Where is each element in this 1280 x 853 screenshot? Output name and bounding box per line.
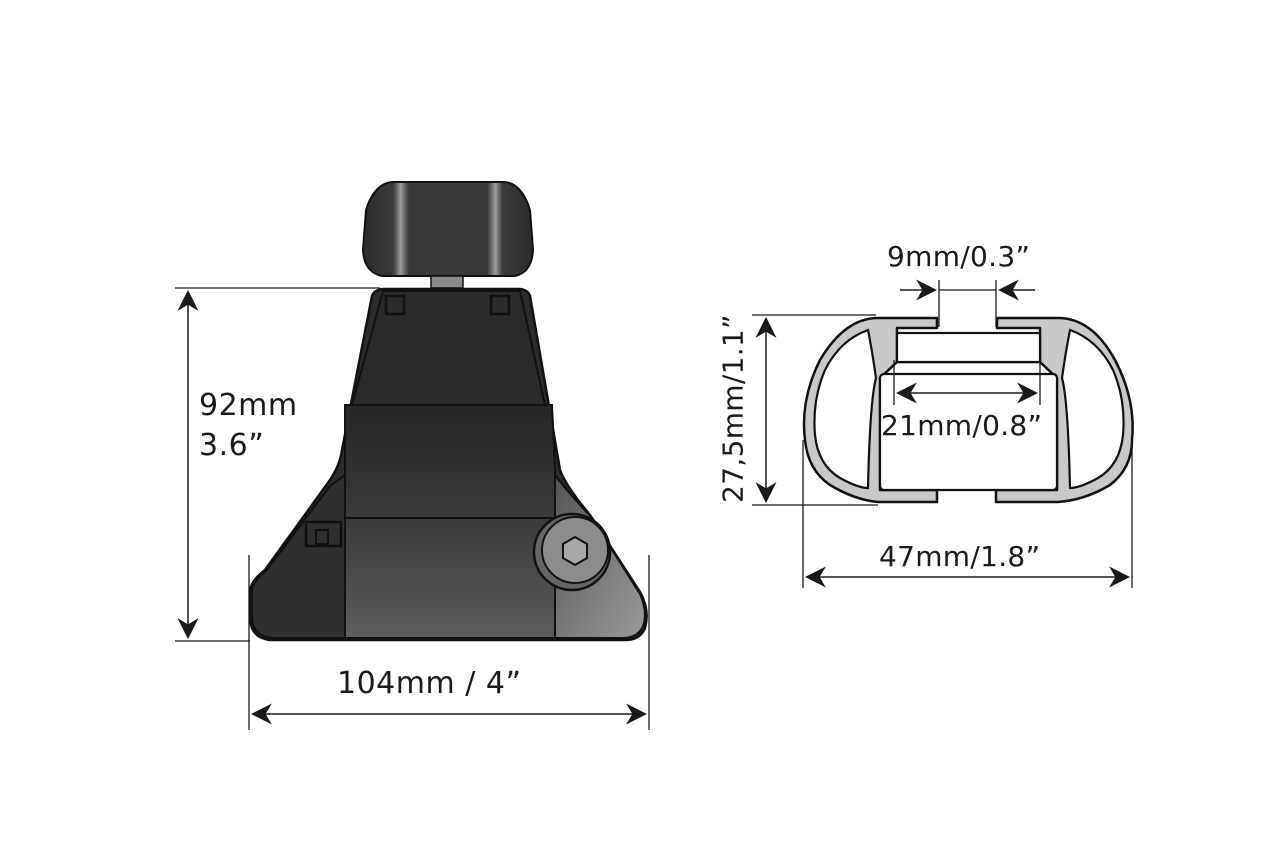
- profile-height-dimension: [752, 314, 878, 506]
- profile-width-label: 47mm/1.8”: [879, 540, 1041, 573]
- foot-height-mm-label: 92mm: [199, 388, 298, 423]
- inner-channel-label: 21mm/0.8”: [881, 409, 1043, 442]
- hex-bolt-icon: [532, 512, 612, 592]
- slot-width-label: 9mm/0.3”: [887, 240, 1031, 273]
- slot-width-dimension: [900, 279, 1035, 327]
- inner-channel-dimension: [893, 360, 1041, 405]
- profile-width-dimension: [802, 440, 1133, 588]
- foot-height-dimension: [175, 287, 380, 642]
- foot-width-dimension: [248, 555, 650, 730]
- foot-height-in-label: 3.6”: [199, 428, 265, 463]
- roof-rack-foot: [248, 181, 648, 642]
- profile-height-label: 27,5mm/1.1”: [716, 314, 750, 503]
- foot-width-label: 104mm / 4”: [337, 666, 522, 701]
